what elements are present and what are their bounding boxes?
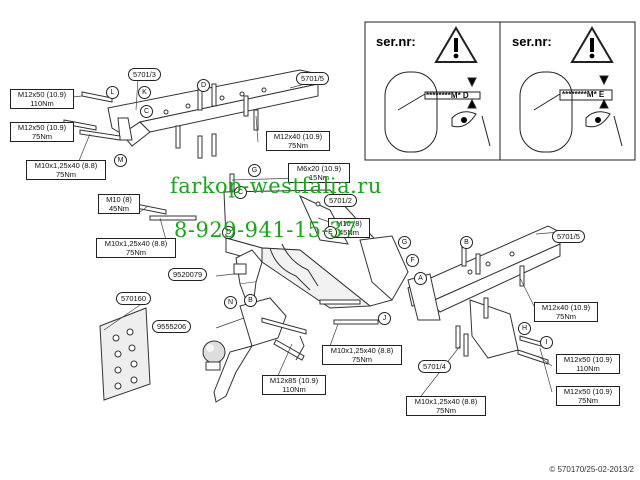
right-frame-rail <box>407 225 561 365</box>
spec-size: M10x1,25x40 (8.8) <box>104 239 168 248</box>
spec-size: M10 (8) <box>106 195 132 204</box>
spec-torque: 75Nm <box>435 406 456 415</box>
spec-torque: 75Nm <box>55 170 76 179</box>
spec-size: M12x50 (10.9) <box>563 355 613 364</box>
spec-center-small: M6x20 (10.9) 15Nm <box>288 163 350 183</box>
copyright: © 570170/25-02-2013/2 <box>549 465 634 474</box>
spec-torque: 45Nm <box>338 228 359 237</box>
spec-torque: 75Nm <box>555 312 576 321</box>
callout-i: I <box>540 336 553 349</box>
callout-m: M <box>114 154 127 167</box>
warning-panel-left-drawing <box>384 26 491 153</box>
part-number-bracket-mid: 5701/2 <box>324 194 357 207</box>
tow-ball-neck <box>202 297 307 403</box>
spec-torque: 110Nm <box>282 385 306 394</box>
callout-d-top: D <box>197 79 210 92</box>
spec-torque: 75Nm <box>125 248 146 257</box>
part-number-frame-right: 5701/5 <box>552 230 585 243</box>
spec-bottom-ball: M12x85 (10.9) 110Nm <box>262 375 326 395</box>
spec-mid-left: M10x1,25x40 (8.8) 75Nm <box>26 160 106 180</box>
callout-c-mid: C <box>234 186 247 199</box>
part-number-frame-top: 5701/5 <box>296 72 329 85</box>
spec-left-m10: M10 (8) 45Nm <box>98 194 140 214</box>
callout-h: H <box>518 322 531 335</box>
spec-size: M12x50 (10.9) <box>17 123 67 132</box>
callout-l: L <box>106 86 119 99</box>
callout-g-right: G <box>398 236 411 249</box>
callout-b-right: B <box>460 236 473 249</box>
warning-panels-frame <box>364 21 636 161</box>
serial-code-right: ********M* E <box>562 90 605 99</box>
spec-bottom-right: M10x1,25x40 (8.8) 75Nm <box>406 396 486 416</box>
spec-torque: 75Nm <box>31 132 52 141</box>
spec-size: M10x1,25x40 (8.8) <box>34 161 98 170</box>
watermark-phone: 8-929-941-15-37 <box>174 218 357 242</box>
spec-size: M12x50 (10.9) <box>563 387 613 396</box>
callout-k: K <box>138 86 151 99</box>
spec-top-left-2: M12x50 (10.9) 75Nm <box>10 122 74 142</box>
spec-left-m10x125: M10x1,25x40 (8.8) 75Nm <box>96 238 176 258</box>
callout-b-left: B <box>244 294 257 307</box>
serial-code-left: ********M* D <box>426 91 469 100</box>
socket-bracket <box>233 249 263 301</box>
spec-top-center: M12x40 (10.9) 75Nm <box>266 131 330 151</box>
spec-size: M6x20 (10.9) <box>296 164 342 173</box>
spec-torque: 15Nm <box>308 173 329 182</box>
warning-panel-right-drawing <box>519 26 623 153</box>
callout-d-left: D <box>222 226 235 239</box>
part-number-ball: 9555206 <box>152 320 192 333</box>
spec-right-m12x40: M12x40 (10.9) 75Nm <box>534 302 598 322</box>
part-number-bracket-low: 5701/4 <box>418 360 451 373</box>
watermark-site: farkop-westfalia.ru <box>170 174 382 198</box>
spec-torque: 45Nm <box>108 204 129 213</box>
part-number-socket: 9520079 <box>168 268 208 281</box>
wiring-plate <box>99 307 151 401</box>
callout-a: A <box>414 272 427 285</box>
spec-top-left-1: M12x50 (10.9) 110Nm <box>10 89 74 109</box>
part-number-plate: 570160 <box>116 292 152 305</box>
spec-right-m12x50-1: M12x50 (10.9) 110Nm <box>556 354 620 374</box>
spec-center-m10: M10 (8) 45Nm <box>328 218 370 238</box>
callout-n: N <box>224 296 237 309</box>
callout-c-top: C <box>140 105 153 118</box>
spec-size: M12x40 (10.9) <box>273 132 323 141</box>
spec-torque: 110Nm <box>576 364 600 373</box>
serial-title-left: ser.nr: <box>376 34 416 49</box>
spec-size: M10x1,25x40 (8.8) <box>414 397 478 406</box>
spec-torque: 75Nm <box>287 141 308 150</box>
spec-size: M12x50 (10.9) <box>17 90 67 99</box>
serial-title-right: ser.nr: <box>512 34 552 49</box>
spec-size: M12x85 (10.9) <box>269 376 319 385</box>
spec-torque: 75Nm <box>577 396 598 405</box>
spec-right-m12x50-2: M12x50 (10.9) 75Nm <box>556 386 620 406</box>
spec-size: M12x40 (10.9) <box>541 303 591 312</box>
callout-e-mid: E <box>324 226 337 239</box>
spec-size: M10x1,25x40 (8.8) <box>330 346 394 355</box>
center-hardware <box>135 203 379 325</box>
callout-j: J <box>378 312 391 325</box>
spec-torque: 110Nm <box>30 99 54 108</box>
part-number-frame-left: 5701/3 <box>128 68 161 81</box>
spec-torque: 75Nm <box>351 355 372 364</box>
callout-g-top: G <box>248 164 261 177</box>
spec-size: M10 (8) <box>336 219 362 228</box>
callout-f: F <box>406 254 419 267</box>
spec-bottom-center: M10x1,25x40 (8.8) 75Nm <box>322 345 402 365</box>
